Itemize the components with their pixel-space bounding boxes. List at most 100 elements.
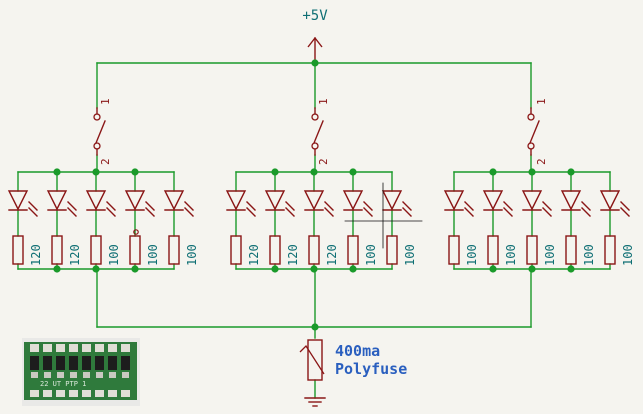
switch-pin-labels: 1 2 1 2 1 2 <box>99 98 548 165</box>
junction-dot <box>567 168 575 176</box>
led-emission-arrow <box>285 201 295 211</box>
switch-3-pin-bottom: 2 <box>535 158 548 165</box>
led-icon <box>443 190 465 211</box>
resistor-icon <box>386 235 398 265</box>
resistor-icon <box>604 235 616 265</box>
fuse-rating-label: 400ma <box>335 342 380 360</box>
resistor-icon <box>230 235 242 265</box>
junction-dot <box>131 168 139 176</box>
resistor-value: 120 <box>247 244 261 266</box>
led-icon <box>482 190 504 211</box>
led-emission-arrow <box>106 207 116 217</box>
board-pad <box>56 390 65 397</box>
components-layer <box>7 36 630 407</box>
board-pad <box>30 344 39 352</box>
led-emission-arrow <box>503 207 513 217</box>
board-pad <box>108 344 117 352</box>
board-pad <box>69 390 78 397</box>
polyfuse-slash <box>299 344 325 375</box>
led-emission-arrow <box>363 207 373 217</box>
board-resistor <box>121 356 130 370</box>
resistor-value: 100 <box>146 244 160 266</box>
resistor-value: 100 <box>504 244 518 266</box>
board-resistor <box>43 356 52 370</box>
led-icon <box>225 190 247 211</box>
led-emission-arrow <box>620 207 630 217</box>
board-resistor <box>95 356 104 370</box>
resistor-value: 120 <box>68 244 82 266</box>
resistor-icon <box>12 235 24 265</box>
resistor-value: 100 <box>543 244 557 266</box>
fuse-type-label: Polyfuse <box>335 360 407 378</box>
led-emission-arrow <box>581 207 591 217</box>
led-icon <box>7 190 29 211</box>
board-pad <box>31 372 38 378</box>
board-pad <box>109 372 116 378</box>
resistor-icon <box>168 235 180 265</box>
junction-dot <box>310 168 318 176</box>
led-emission-arrow <box>503 201 513 211</box>
polyfuse-icon <box>307 339 323 381</box>
led-emission-arrow <box>184 207 194 217</box>
junction-dot <box>271 265 279 273</box>
board-pad <box>30 390 39 397</box>
led-icon <box>342 190 364 211</box>
board-pad <box>121 344 130 352</box>
resistor-value: 120 <box>325 244 339 266</box>
resistor-value: 100 <box>107 244 121 266</box>
pin-marker <box>133 229 139 235</box>
led-emission-arrow <box>542 201 552 211</box>
resistor-value: 100 <box>465 244 479 266</box>
led-icon <box>560 190 582 211</box>
switch-lever <box>529 120 540 144</box>
resistor-icon <box>269 235 281 265</box>
board-resistor <box>56 356 65 370</box>
led-icon <box>303 190 325 211</box>
led-emission-arrow <box>620 201 630 211</box>
led-emission-arrow <box>363 201 373 211</box>
led-emission-arrow <box>285 207 295 217</box>
led-emission-arrow <box>402 201 412 211</box>
board-pad <box>82 390 91 397</box>
junction-dot <box>349 168 357 176</box>
board-resistor <box>82 356 91 370</box>
resistor-icon <box>90 235 102 265</box>
led-emission-arrow <box>106 201 116 211</box>
resistor-value: 120 <box>29 244 43 266</box>
junction-dot <box>567 265 575 273</box>
resistor-icon <box>526 235 538 265</box>
board-pad <box>108 390 117 397</box>
board-pad <box>95 390 104 397</box>
led-emission-arrow <box>28 207 38 217</box>
resistor-icon <box>347 235 359 265</box>
board-pad <box>43 390 52 397</box>
board-pad <box>95 344 104 352</box>
led-emission-arrow <box>67 207 77 217</box>
switch-contact-bottom <box>527 142 535 150</box>
led-icon <box>599 190 621 211</box>
led-icon <box>85 190 107 211</box>
board-pad <box>57 372 64 378</box>
supply-label: +5V <box>302 8 328 24</box>
board-photo: 22 UT PTP 1 <box>22 338 140 406</box>
led-icon <box>521 190 543 211</box>
junctions-layer <box>53 59 575 331</box>
switch-contact-top <box>93 113 101 121</box>
board-resistor <box>30 356 39 370</box>
junction-dot <box>53 168 61 176</box>
led-emission-arrow <box>324 201 334 211</box>
switch-1-pin-top: 1 <box>99 98 112 105</box>
switch-lever <box>95 120 106 144</box>
junction-dot <box>528 265 536 273</box>
board-resistor <box>108 356 117 370</box>
junction-dot <box>311 323 319 331</box>
junction-dot <box>131 265 139 273</box>
resistor-icon <box>487 235 499 265</box>
led-emission-arrow <box>246 201 256 211</box>
resistor-icon <box>129 235 141 265</box>
junction-dot <box>489 168 497 176</box>
switch-2-pin-top: 1 <box>317 98 330 105</box>
switch-contact-top <box>311 113 319 121</box>
board-pad <box>83 372 90 378</box>
